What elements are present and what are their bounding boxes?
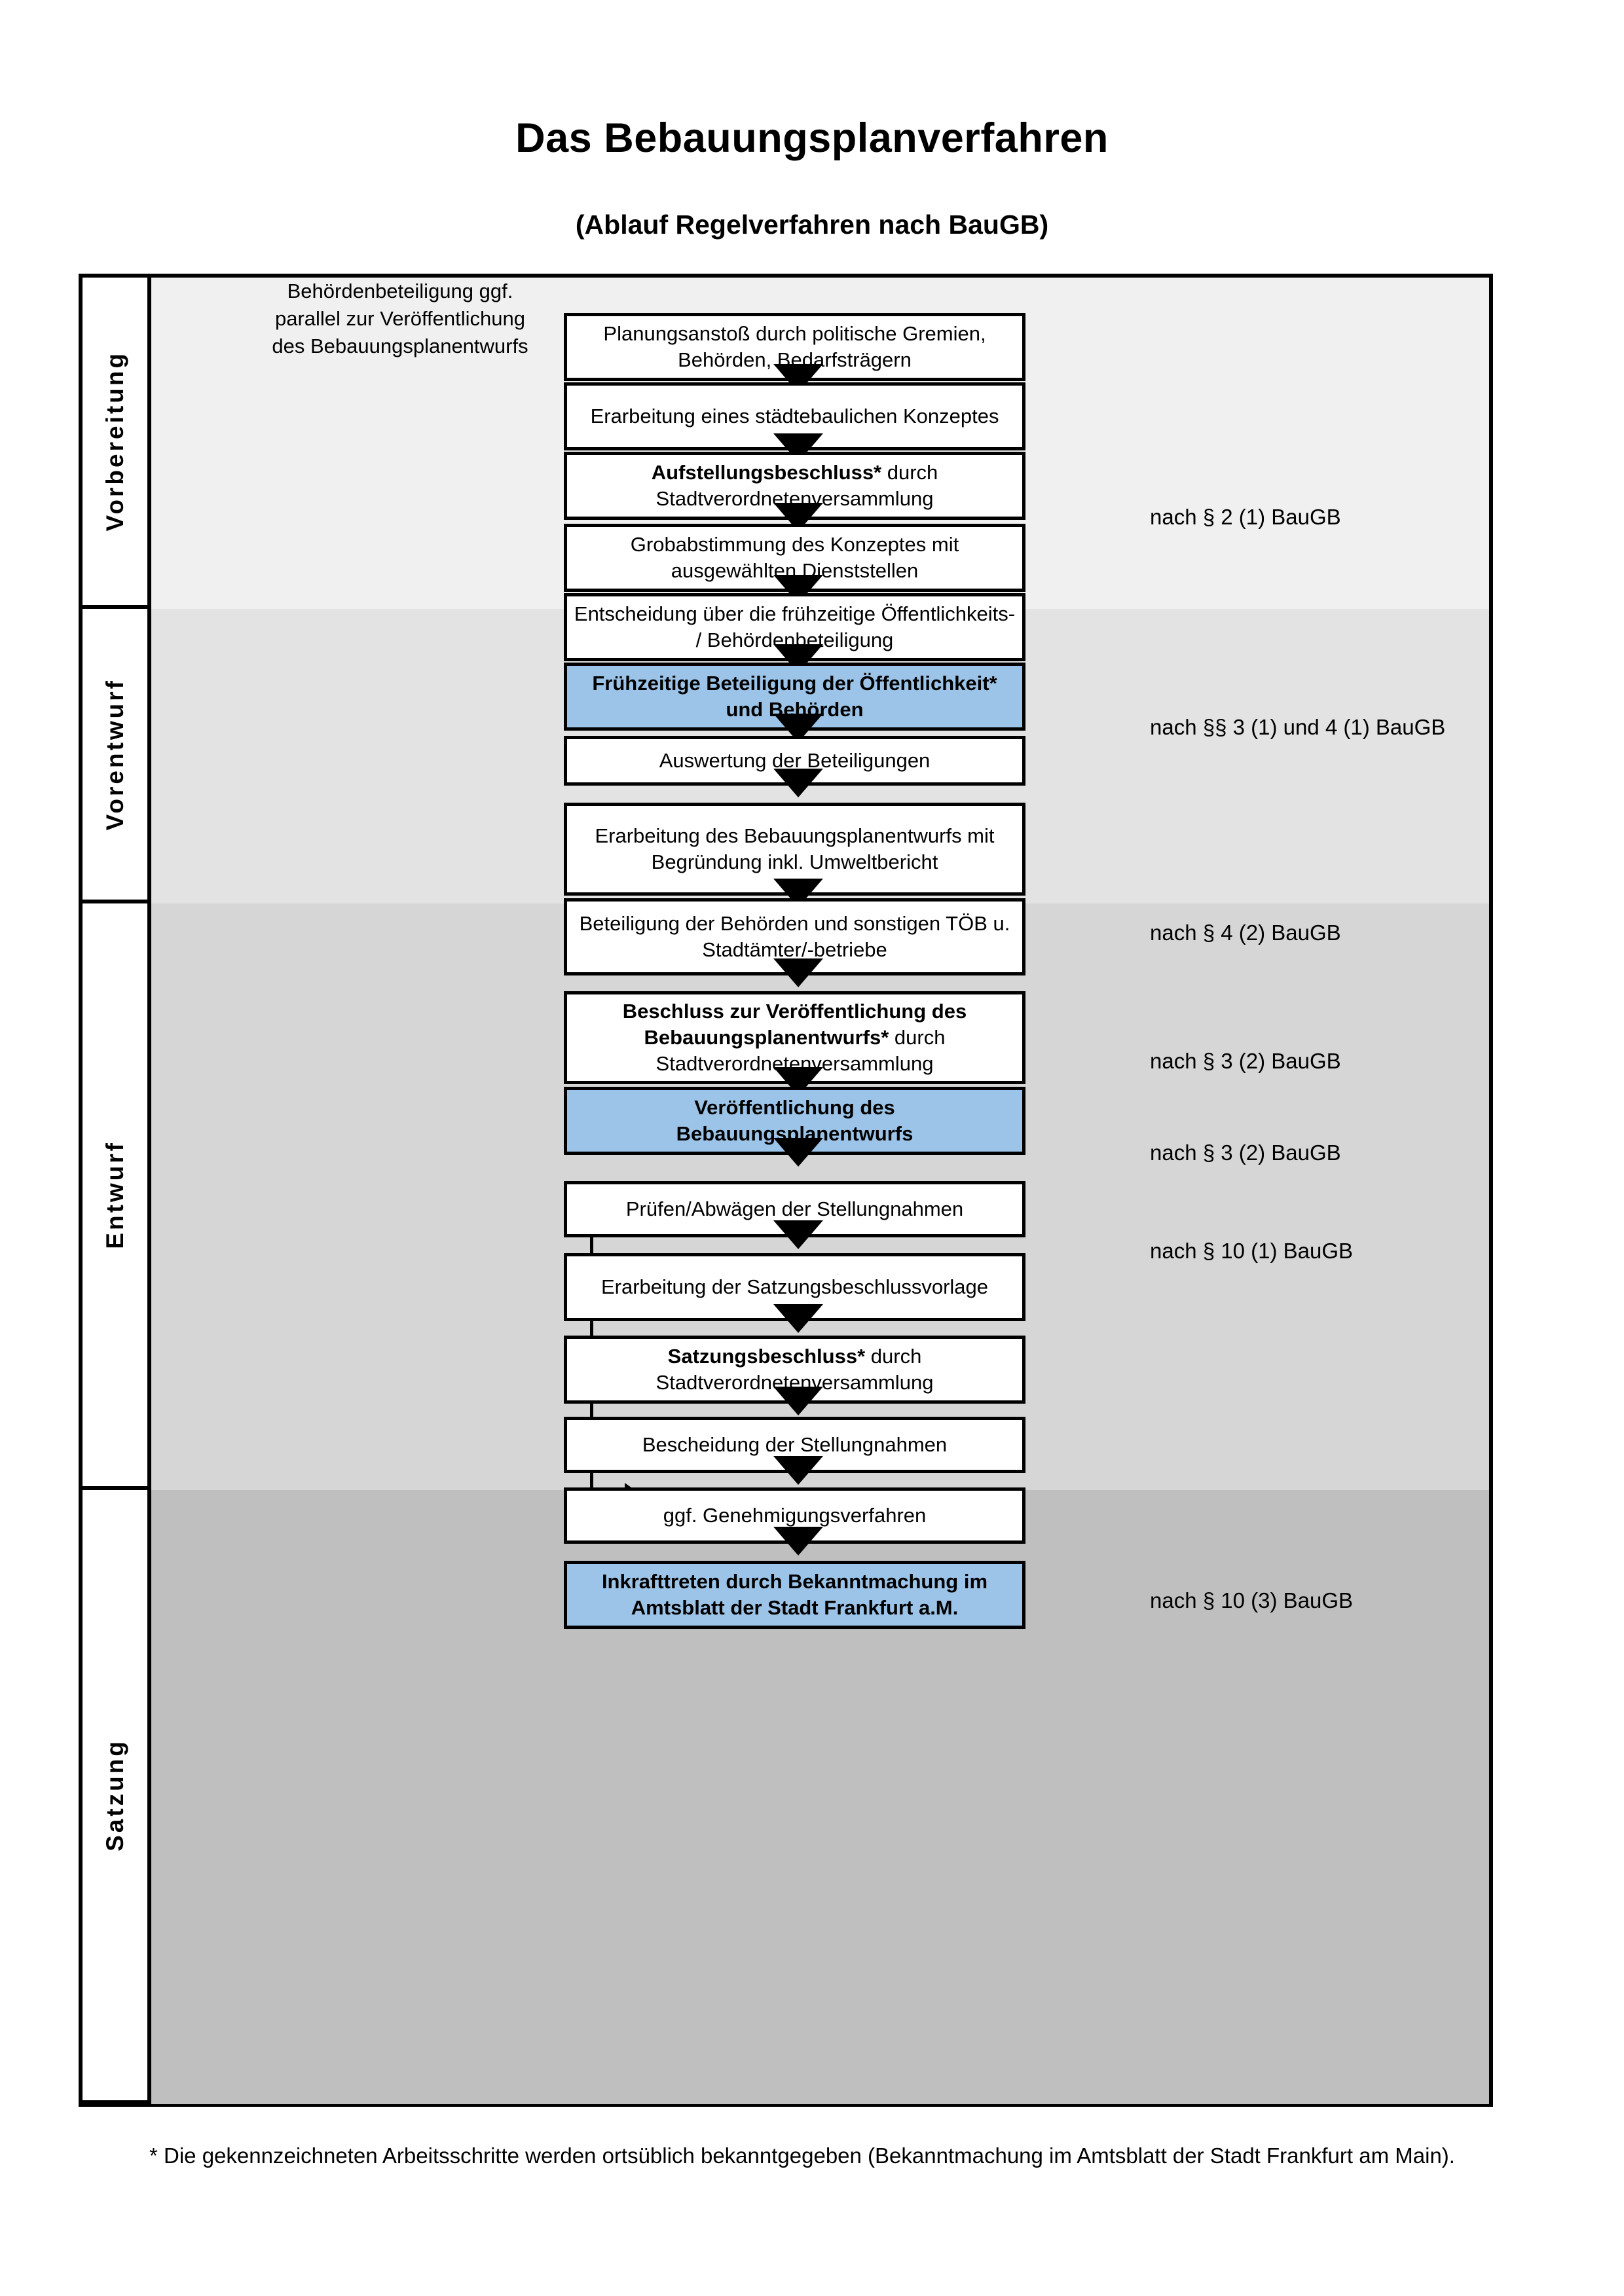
law-reference-r4: nach § 3 (2) BauGB: [1150, 1049, 1341, 1073]
flow-node-label: Erarbeitung der Satzungsbeschlussvorlage: [600, 1275, 989, 1298]
flow-node-label: Beteiligung der Behörden und sonstigen T…: [579, 911, 1010, 961]
phase-label-text: Satzung: [101, 1739, 128, 1851]
flow-arrow-n13-to-n14: [773, 1304, 823, 1333]
flow-node-label: Grobabstimmung des Konzeptes mit ausgewä…: [630, 532, 959, 582]
flow-arrow-n16-to-n17: [773, 1527, 823, 1556]
flow-arrow-n11-to-n12: [773, 1138, 823, 1167]
flow-node-label-bold: Beschluss zur Veröffentlichung des Bebau…: [622, 999, 967, 1049]
flow-arrow-n7-to-n8: [773, 769, 823, 797]
flowchart-frame: Vorbereitung Vorentwurf Entwurf Satzung …: [79, 274, 1493, 2107]
phase-label-text: Vorbereitung: [101, 351, 128, 532]
flow-node-label: ggf. Genehmigungsverfahren: [663, 1503, 927, 1527]
flow-node-label: Erarbeitung eines städtebaulichen Konzep…: [590, 404, 999, 428]
page-title: Das Bebauungsplanverfahren: [515, 115, 1109, 161]
flow-node-label: Entscheidung über die frühzeitige Öffent…: [574, 602, 1016, 651]
page-subtitle: (Ablauf Regelverfahren nach BauGB): [575, 210, 1049, 240]
flow-node-n3[interactable]: Aufstellungsbeschluss* durch Stadtverord…: [564, 452, 1025, 520]
phase-label-satzung: Satzung: [83, 1490, 151, 2104]
flow-node-label: Prüfen/Abwägen der Stellungnahmen: [625, 1197, 964, 1220]
side-annotation: Behördenbeteiligung ggf. parallel zur Ve…: [272, 280, 528, 357]
law-reference-r3: nach § 4 (2) BauGB: [1150, 920, 1341, 945]
flow-node-label: Auswertung der Beteiligungen: [659, 748, 931, 772]
phase-label-entwurf: Entwurf: [83, 903, 151, 1490]
phase-label-text: Vorentwurf: [101, 678, 128, 831]
flow-arrow-n9-to-n10: [773, 958, 823, 987]
flow-node-label-bold: Aufstellungsbeschluss*: [651, 460, 882, 484]
law-reference-r2: nach §§ 3 (1) und 4 (1) BauGB: [1150, 715, 1446, 739]
flow-node-label-rest: durch Bekanntmachung im Amtsblatt der St…: [631, 1569, 988, 1619]
flow-node-label-bold: Satzungsbeschluss*: [667, 1344, 866, 1368]
phase-label-vorentwurf: Vorentwurf: [83, 609, 151, 903]
law-reference-r7: nach § 10 (3) BauGB: [1150, 1588, 1354, 1613]
law-reference-r5: nach § 3 (2) BauGB: [1150, 1140, 1341, 1165]
flow-node-n6[interactable]: Frühzeitige Beteiligung der Öffentlichke…: [564, 663, 1025, 731]
flow-arrow-n12-to-n13: [773, 1220, 823, 1249]
flow-node-label: Erarbeitung des Bebauungsplanentwurfs mi…: [595, 824, 995, 873]
flow-node-label-bold: Inkrafttreten: [601, 1569, 720, 1593]
flow-node-n1[interactable]: Planungsanstoß durch politische Gremien,…: [564, 313, 1025, 381]
flow-arrow-n14-to-n15: [773, 1387, 823, 1415]
law-reference-r1: nach § 2 (1) BauGB: [1150, 505, 1341, 529]
flow-node-label: Planungsanstoß durch politische Gremien,…: [603, 321, 986, 371]
phase-label-vorbereitung: Vorbereitung: [83, 278, 151, 609]
footnote: * Die gekennzeichneten Arbeitsschritte w…: [149, 2143, 1455, 2168]
flow-node-n12[interactable]: Prüfen/Abwägen der Stellungnahmen: [564, 1181, 1025, 1237]
phase-label-text: Entwurf: [101, 1140, 128, 1249]
flow-node-n17[interactable]: Inkrafttreten durch Bekanntmachung im Am…: [564, 1561, 1025, 1629]
law-reference-r6: nach § 10 (1) BauGB: [1150, 1239, 1354, 1263]
flow-arrow-n15-to-n16: [773, 1456, 823, 1485]
flow-node-label: Bescheidung der Stellungnahmen: [642, 1432, 948, 1456]
